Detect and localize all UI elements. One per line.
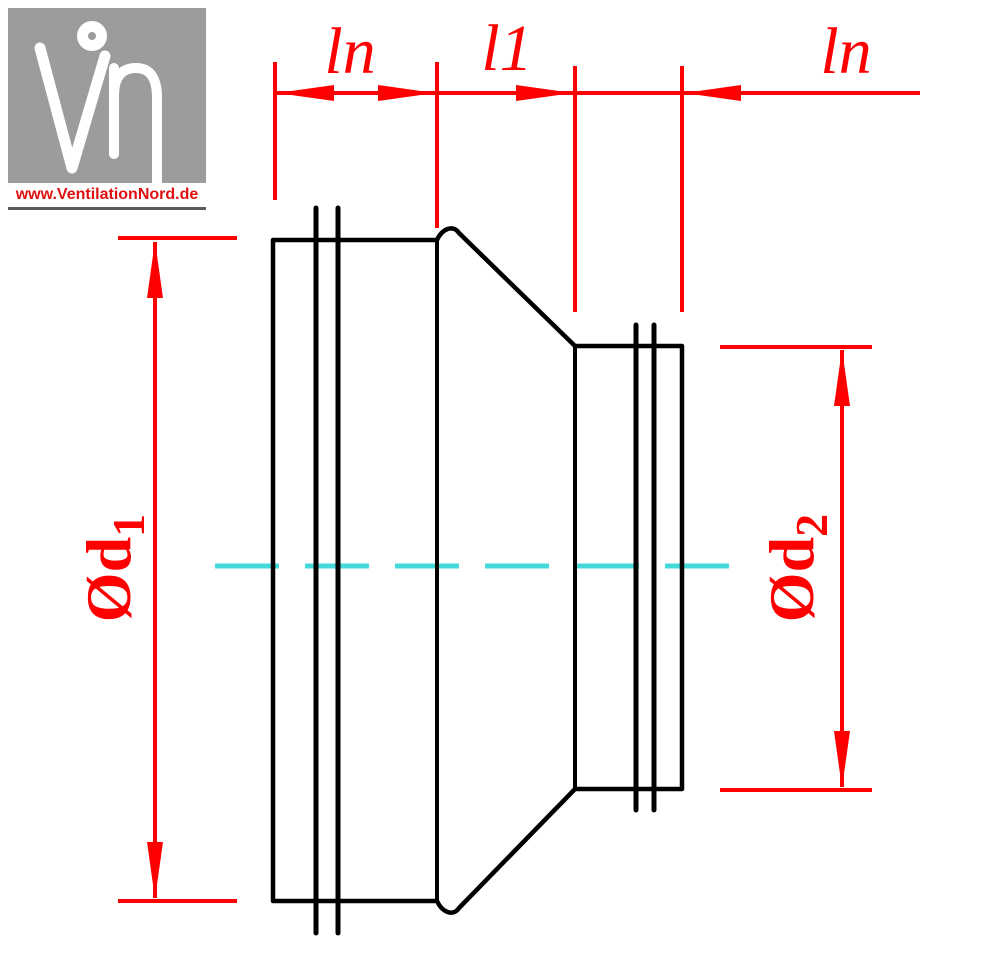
- reducer-outline: [270, 226, 685, 915]
- arrow-d1-top: [147, 241, 163, 298]
- reducer-body: [270, 205, 685, 936]
- logo-letter-v: [34, 42, 111, 174]
- label-d2: Ød2: [756, 514, 837, 622]
- label-d1: Ød1: [73, 514, 154, 622]
- arrow-d2-top: [834, 349, 850, 406]
- dimension-lines: [118, 62, 920, 903]
- logo-monogram: [34, 21, 162, 186]
- arrow-d1-bottom: [147, 842, 163, 899]
- label-d2-subscript: 2: [786, 514, 837, 537]
- logo-url-strip: www.VentilationNord.de: [8, 183, 206, 207]
- label-d1-subscript: 1: [103, 514, 154, 537]
- label-ln-left: ln: [324, 15, 375, 88]
- logo-letter-eta: [109, 62, 162, 186]
- label-l1: l1: [481, 12, 532, 85]
- logo-dot-center: [88, 32, 96, 40]
- arrow-ln-right-end: [684, 85, 741, 101]
- vendor-logo: www.VentilationNord.de: [8, 8, 206, 210]
- logo-url-text: www.VentilationNord.de: [15, 186, 199, 203]
- arrow-l1-end: [516, 85, 573, 101]
- label-ln-right: ln: [820, 15, 871, 88]
- dimension-arrowheads: [147, 85, 850, 899]
- arrow-ln-left-start: [277, 85, 334, 101]
- label-d1-base: Ød: [73, 537, 144, 622]
- arrow-d2-bottom: [834, 731, 850, 788]
- arrow-ln-left-end: [378, 85, 435, 101]
- label-d2-base: Ød: [756, 537, 827, 622]
- dimension-labels: ln l1 ln Ød1 Ød2: [73, 12, 872, 622]
